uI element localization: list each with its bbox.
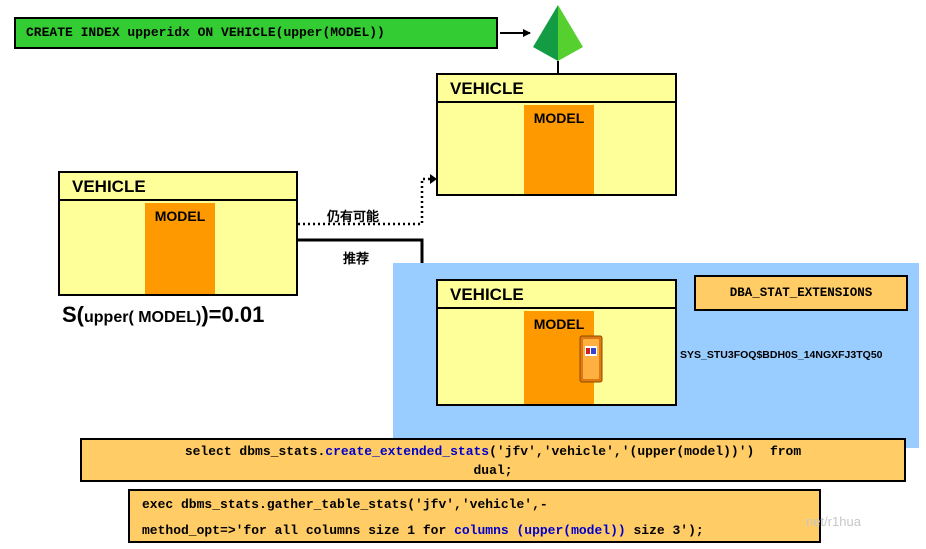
create-extended-stats-function: create_extended_stats <box>325 444 490 459</box>
vehicle-table-title: VEHICLE <box>60 173 296 201</box>
vehicle-table-indexed: VEHICLE MODEL <box>436 73 677 196</box>
selectivity-expr: upper( MODEL) <box>84 309 202 326</box>
vehicle-table-extended-stats: VEHICLE MODEL <box>436 279 677 406</box>
select-line-2: dual; <box>473 463 513 478</box>
select-line-1: select dbms_stats.create_extended_stats(… <box>184 444 802 459</box>
watermark: net/r1hua <box>806 514 861 529</box>
exec-line-1: exec dbms_stats.gather_table_stats('jfv'… <box>142 497 548 512</box>
vehicle-table-title: VEHICLE <box>438 75 675 103</box>
exec-line-2: method_opt=>'for all columns size 1 for … <box>142 523 704 538</box>
create-index-statement: CREATE INDEX upperidx ON VEHICLE(upper(M… <box>14 17 498 49</box>
selectivity-formula: S(upper( MODEL))=0.01 <box>62 302 264 328</box>
selectivity-suffix: )=0.01 <box>201 302 265 327</box>
recommended-label: 推荐 <box>343 251 370 266</box>
model-column: MODEL <box>145 203 215 294</box>
selectivity-prefix: S( <box>62 302 84 327</box>
dba-stat-extensions-view: DBA_STAT_EXTENSIONS <box>694 275 908 311</box>
columns-clause: columns (upper(model)) <box>454 523 626 538</box>
vehicle-table-title: VEHICLE <box>438 281 675 309</box>
statistics-book-icon <box>579 335 603 383</box>
vehicle-table-source: VEHICLE MODEL <box>58 171 298 296</box>
still-possible-path <box>298 177 432 226</box>
create-extended-stats-statement: select dbms_stats.create_extended_stats(… <box>80 438 906 482</box>
extension-name: SYS_STU3FOQ$BDH0S_14NGXFJ3TQ50 <box>680 349 883 361</box>
gather-table-stats-statement: exec dbms_stats.gather_table_stats('jfv'… <box>128 489 821 543</box>
model-column: MODEL <box>524 105 594 194</box>
still-possible-label: 仍有可能 <box>327 209 380 224</box>
index-pyramid-icon <box>533 5 583 61</box>
